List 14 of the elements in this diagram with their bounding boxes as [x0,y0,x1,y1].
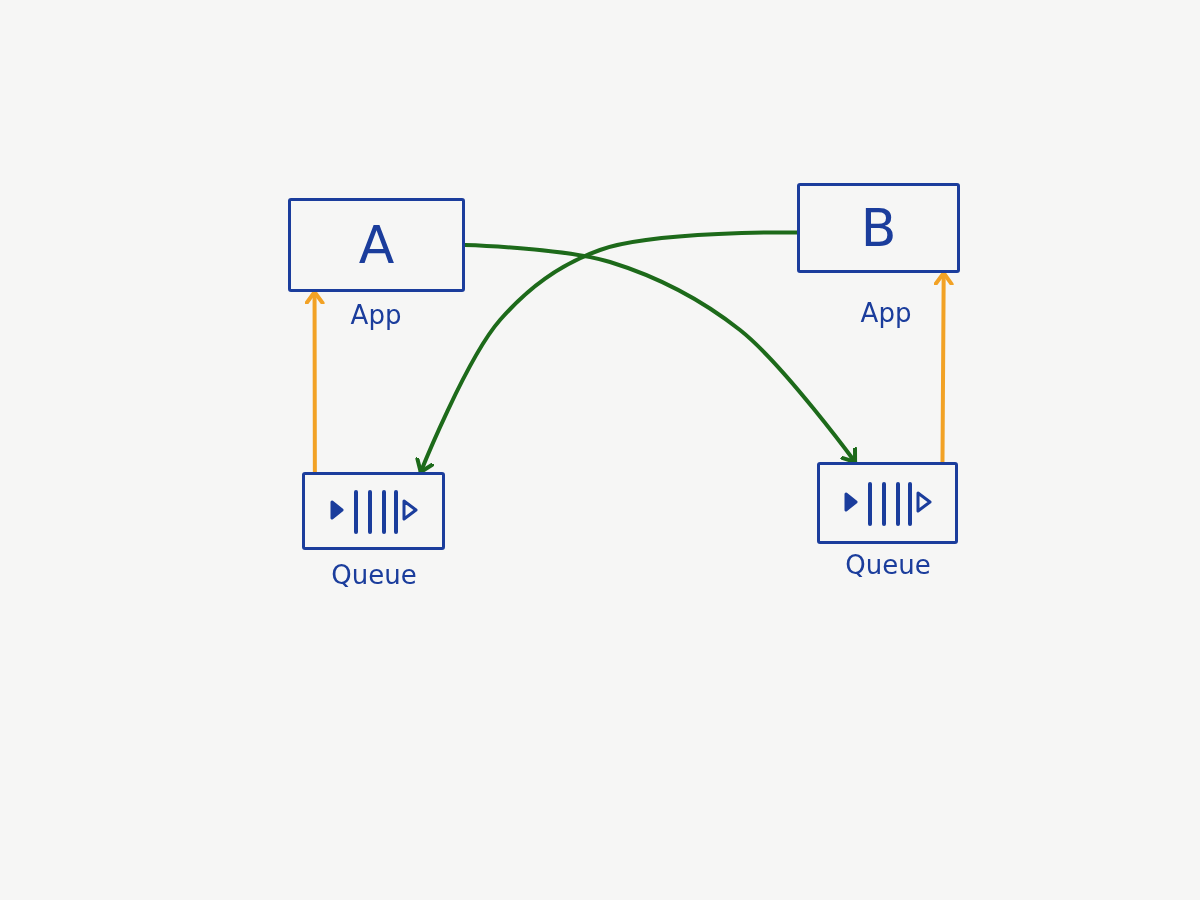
arrow [415,230,799,474]
queue-box [302,472,445,550]
arrow [463,243,858,464]
app-box [288,198,465,292]
node-label: App [859,298,913,328]
node-label: B [860,202,897,254]
node-label: Queue [844,550,932,580]
node-label: A [358,219,395,271]
node-label: Queue [330,560,418,590]
arrow [304,290,325,474]
arrow [933,271,954,464]
node-label: App [349,300,403,330]
app-box [797,183,960,273]
queue-box [817,462,958,544]
